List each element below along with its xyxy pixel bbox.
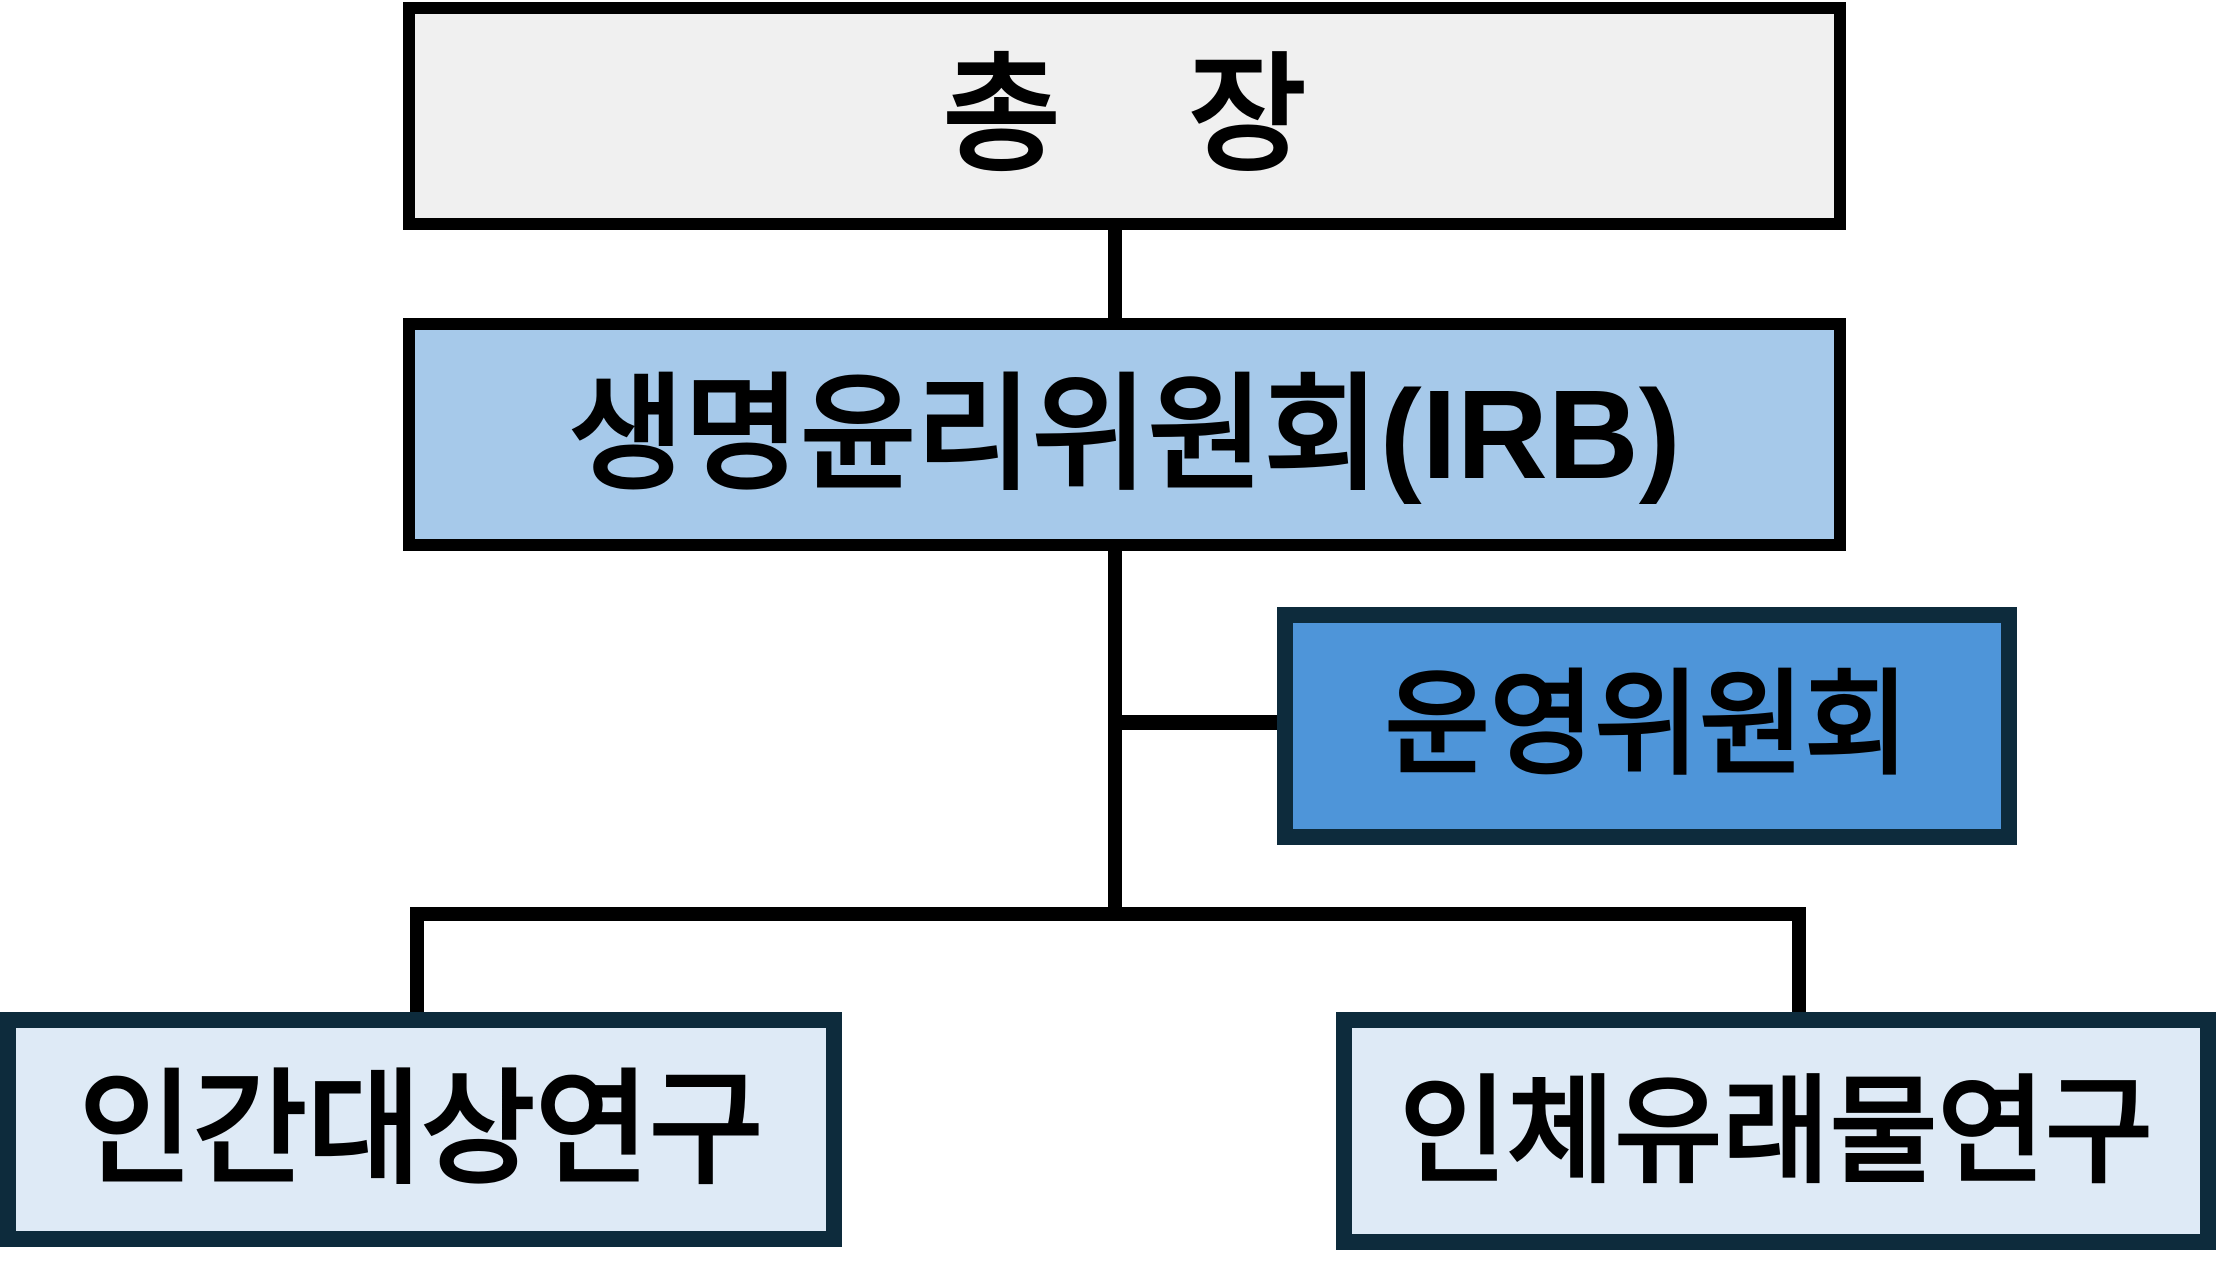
node-human-subject-research: 인간대상연구 — [0, 1012, 842, 1247]
node-steering-committee-label: 운영위원회 — [1384, 662, 1910, 789]
connector-drop-left — [410, 915, 424, 1016]
connector-drop-right — [1792, 915, 1806, 1016]
node-human-subject-research-label: 인간대상연구 — [78, 1060, 764, 1199]
node-president-label: 총 장 — [942, 44, 1307, 187]
connector-steering-stub — [1115, 715, 1285, 730]
connector-irb-trunk — [1108, 551, 1122, 911]
connector-branch-horizontal — [410, 907, 1806, 921]
node-human-material-research: 인체유래물연구 — [1336, 1012, 2216, 1250]
node-irb-committee-label: 생명윤리위원회(IRB) — [568, 363, 1681, 505]
node-steering-committee: 운영위원회 — [1277, 607, 2017, 845]
node-human-material-research-label: 인체유래물연구 — [1399, 1065, 2153, 1197]
node-irb-committee: 생명윤리위원회(IRB) — [403, 318, 1846, 551]
node-president: 총 장 — [403, 2, 1846, 230]
connector-president-to-irb — [1108, 230, 1122, 322]
